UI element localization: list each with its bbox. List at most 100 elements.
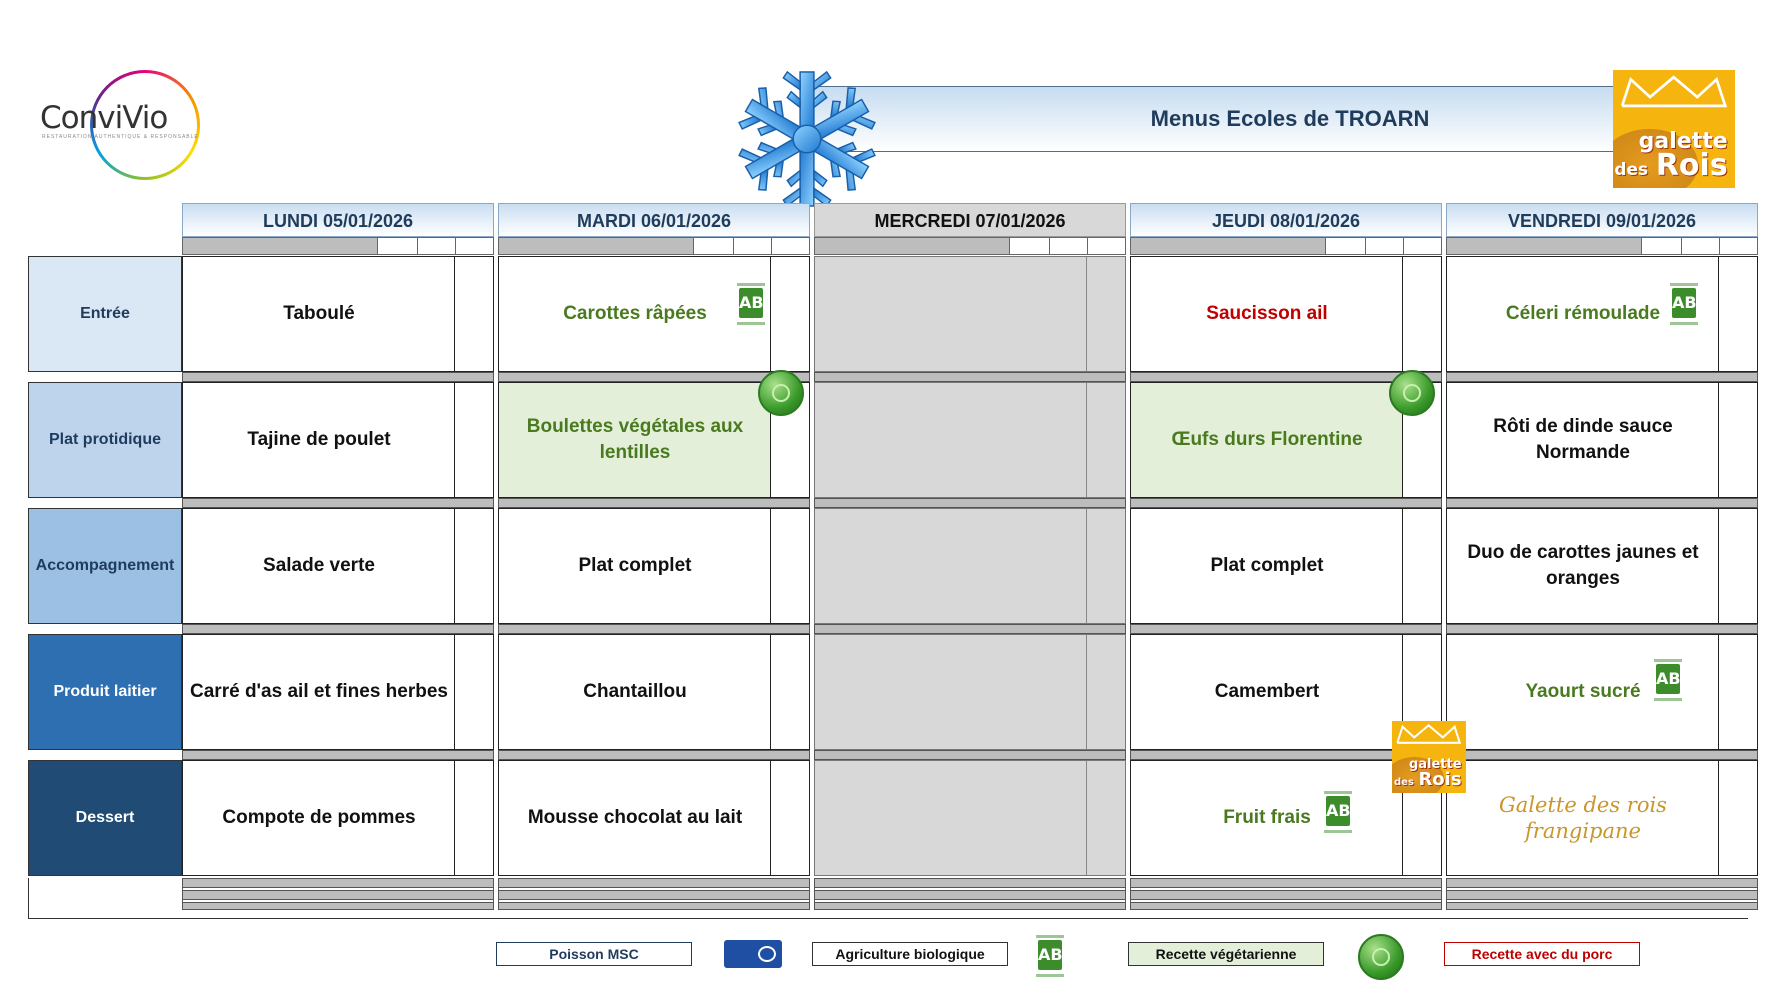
menu-cell: Carré d'as ail et fines herbes xyxy=(182,634,494,750)
menu-cell-empty xyxy=(814,382,1126,498)
dish-name: Carré d'as ail et fines herbes xyxy=(190,681,448,702)
dish-name: Duo de carottes jaunes et oranges xyxy=(1467,542,1699,589)
row-separator xyxy=(1130,624,1442,634)
galette-text-3: Rois xyxy=(1655,148,1728,184)
crown-icon xyxy=(1396,723,1462,744)
dish-name: Salade verte xyxy=(263,555,375,576)
menu-cell-empty xyxy=(814,508,1126,624)
row-separator xyxy=(814,878,1126,910)
dish-name: Plat complet xyxy=(1210,555,1324,576)
legend-porc: Recette avec du porc xyxy=(1444,942,1640,966)
logo-ring xyxy=(90,70,200,180)
title-banner: Menus Ecoles de TROARN xyxy=(812,86,1648,152)
menu-cell: Saucisson ail xyxy=(1130,256,1442,372)
category-entree: Entrée xyxy=(28,256,182,372)
dish-name: Plat complet xyxy=(578,555,692,576)
row-separator xyxy=(1446,750,1758,760)
menu-cell: Plat complet xyxy=(498,508,810,624)
menu-cell: Galette des rois frangipane xyxy=(1446,760,1758,876)
menu-cell: Camembert xyxy=(1130,634,1442,750)
row-separator xyxy=(1446,624,1758,634)
row-separator xyxy=(1130,498,1442,508)
menu-cell-empty xyxy=(814,760,1126,876)
dish-name: Rôti de dinde sauce Normande xyxy=(1493,416,1673,463)
ab-bio-icon: AB xyxy=(1654,658,1682,706)
dish-name: Saucisson ail xyxy=(1206,303,1328,324)
row-separator xyxy=(814,750,1126,760)
menu-cell-empty xyxy=(814,256,1126,372)
dish-name: Yaourt sucré xyxy=(1525,681,1641,702)
page-title: Menus Ecoles de TROARN xyxy=(1150,106,1430,131)
left-rule xyxy=(28,878,29,918)
row-separator xyxy=(1446,372,1758,382)
menu-cell: Chantaillou xyxy=(498,634,810,750)
row-separator xyxy=(498,624,810,634)
day-header-mardi: MARDI 06/01/2026 xyxy=(498,203,810,237)
logo-tagline: RESTAURATION AUTHENTIQUE & RESPONSABLE xyxy=(42,134,199,140)
dish-name: Tajine de poulet xyxy=(247,429,391,450)
vegetarian-icon xyxy=(1358,934,1404,980)
row-separator xyxy=(182,498,494,508)
crown-icon xyxy=(1621,75,1728,107)
category-accompagnement: Accompagnement xyxy=(28,508,182,624)
menu-cell: Yaourt sucré xyxy=(1446,634,1758,750)
ab-bio-icon: AB xyxy=(1036,934,1064,982)
menu-cell: Rôti de dinde sauce Normande xyxy=(1446,382,1758,498)
row-separator xyxy=(498,498,810,508)
galette-text-1: galette xyxy=(1638,128,1728,154)
row-separator xyxy=(814,372,1126,382)
dish-name: Carottes râpées xyxy=(563,303,707,324)
menu-cell: Carottes râpées xyxy=(498,256,810,372)
day-header-lundi: LUNDI 05/01/2026 xyxy=(182,203,494,237)
galette-des-rois-icon: galette des Rois xyxy=(1613,70,1735,188)
row-separator xyxy=(1446,878,1758,910)
dish-name: Boulettes végétales aux lentilles xyxy=(499,383,771,497)
ab-bio-icon: AB xyxy=(737,282,765,330)
dish-name: Camembert xyxy=(1214,681,1320,702)
menu-cell-vegetarian: Boulettes végétales aux lentilles xyxy=(498,382,810,498)
row-separator xyxy=(1130,878,1442,910)
galette-des-rois-icon: galette des Rois xyxy=(1392,721,1466,793)
snowflake-icon xyxy=(738,70,876,207)
row-separator xyxy=(1446,498,1758,508)
galette-text-2: des xyxy=(1394,777,1414,789)
bottom-rule xyxy=(28,918,1748,919)
dish-name: Œufs durs Florentine xyxy=(1131,383,1403,497)
day-header-jeudi: JEUDI 08/01/2026 xyxy=(1130,203,1442,237)
menu-cell: Céleri rémoulade xyxy=(1446,256,1758,372)
menu-cell-vegetarian: Œufs durs Florentine xyxy=(1130,382,1442,498)
row-separator xyxy=(498,372,810,382)
msc-fish-icon xyxy=(724,940,782,968)
row-separator xyxy=(814,624,1126,634)
vegetarian-icon xyxy=(1389,370,1435,416)
menu-cell: Plat complet xyxy=(1130,508,1442,624)
header-sub-strip xyxy=(498,237,810,255)
menu-cell: Salade verte xyxy=(182,508,494,624)
category-dessert: Dessert xyxy=(28,760,182,876)
menu-cell-empty xyxy=(814,634,1126,750)
menu-cell: Tajine de poulet xyxy=(182,382,494,498)
legend-bio: Agriculture biologique xyxy=(812,942,1008,966)
dish-name: Taboulé xyxy=(283,303,355,324)
legend-vegetarian: Recette végétarienne xyxy=(1128,942,1324,966)
category-plat-protidique: Plat protidique xyxy=(28,382,182,498)
dish-name: Compote de pommes xyxy=(222,807,416,828)
row-separator xyxy=(182,624,494,634)
row-separator xyxy=(182,878,494,910)
row-separator xyxy=(1130,372,1442,382)
logo-name: ConviVio xyxy=(40,100,168,136)
row-separator xyxy=(814,498,1126,508)
legend-msc: Poisson MSC xyxy=(496,942,692,966)
row-separator xyxy=(182,750,494,760)
galette-text-3: Rois xyxy=(1418,769,1462,791)
menu-cell: Taboulé xyxy=(182,256,494,372)
menu-cell: Duo de carottes jaunes et oranges xyxy=(1446,508,1758,624)
header-sub-strip xyxy=(1130,237,1442,255)
dish-name: Céleri rémoulade xyxy=(1505,303,1661,324)
galette-text-1: galette xyxy=(1408,757,1462,772)
day-header-vendredi: VENDREDI 09/01/2026 xyxy=(1446,203,1758,237)
menu-cell: Fruit frais xyxy=(1130,760,1442,876)
header-sub-strip xyxy=(182,237,494,255)
dish-name: Mousse chocolat au lait xyxy=(527,807,743,828)
category-produit-laitier: Produit laitier xyxy=(28,634,182,750)
